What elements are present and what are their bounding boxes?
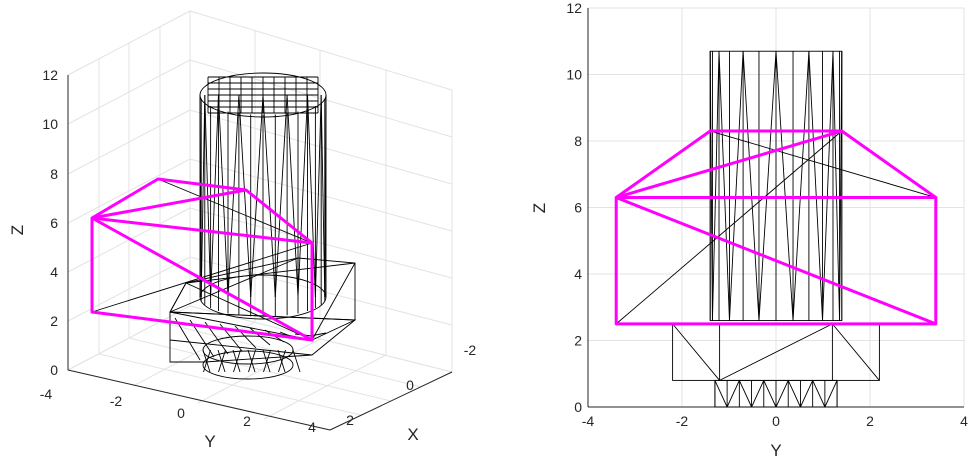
- tick-label-x: -2: [464, 342, 477, 358]
- cylinder-triangle-edge: [307, 94, 316, 298]
- bottom-disc-edge: [233, 349, 241, 373]
- zlabel-3d: Z: [8, 225, 27, 235]
- bottom-disc-edge: [278, 349, 286, 373]
- tick-label-y: 2: [243, 413, 251, 429]
- cylinder-triangle-edge: [227, 94, 240, 298]
- tick-label-z: 12: [42, 67, 58, 83]
- base-block-outline: [169, 257, 356, 341]
- base-block-edge: [185, 262, 356, 284]
- tick-label-y: 4: [308, 419, 316, 435]
- bottom-disc-edge: [203, 349, 211, 373]
- tick-label-z: 6: [50, 215, 58, 231]
- base-block-edge: [311, 262, 356, 341]
- highlighted-region-3d: [90, 177, 314, 342]
- cylinder-triangle-edge: [320, 94, 326, 298]
- axes-3d: [67, 75, 453, 431]
- tick-label-y: -4: [40, 386, 53, 402]
- ylabel-3d: Y: [204, 432, 215, 451]
- base-block-edge: [185, 282, 313, 341]
- base-block-edge: [169, 282, 187, 313]
- cylinder-triangle-edge: [250, 94, 264, 298]
- cylinder-triangle-edge: [262, 94, 276, 298]
- base-block-edge: [174, 317, 201, 361]
- region-back-edge: [157, 178, 313, 244]
- tick-label-y: 0: [177, 405, 185, 421]
- bottom-disc-edge: [202, 349, 211, 373]
- bottom-disc-edge: [277, 349, 286, 373]
- tick-label-z: 2: [50, 313, 58, 329]
- bottom-disc-edge: [248, 349, 256, 373]
- cylinder-triangle-edge: [274, 94, 288, 298]
- bottom-disc-edge: [292, 349, 301, 373]
- bottom-disc-edge: [217, 349, 226, 373]
- cylinder-triangle-edge: [238, 94, 252, 298]
- base-block-edge: [169, 339, 313, 356]
- tick-label-z: 4: [50, 264, 58, 280]
- bottom-disc-edge: [262, 349, 271, 373]
- tick-label-z: 0: [50, 362, 58, 378]
- tick-label-z: 8: [50, 166, 58, 182]
- tick-label-z: 10: [42, 116, 58, 132]
- wireframe-3d-black: [91, 72, 357, 380]
- bottom-disc-edge: [263, 349, 271, 373]
- bottom-disc-edge: [232, 349, 241, 373]
- cylinder-triangle-edge: [200, 94, 206, 298]
- tick-label-x: 2: [346, 412, 354, 428]
- xlabel-3d: X: [407, 425, 418, 444]
- tick-label-y: -2: [110, 393, 123, 409]
- cylinder-triangle-edge: [286, 94, 299, 298]
- tick-label-x: 0: [406, 377, 414, 393]
- cylinder-triangle-edge: [314, 94, 322, 298]
- bottom-disc-edge: [247, 349, 256, 373]
- cylinder-triangle-edge: [297, 94, 308, 298]
- bottom-disc-edge: [218, 349, 226, 373]
- base-block-edge: [169, 257, 299, 313]
- cylinder-triangle-edge: [218, 94, 229, 298]
- base-block-side: [169, 311, 357, 363]
